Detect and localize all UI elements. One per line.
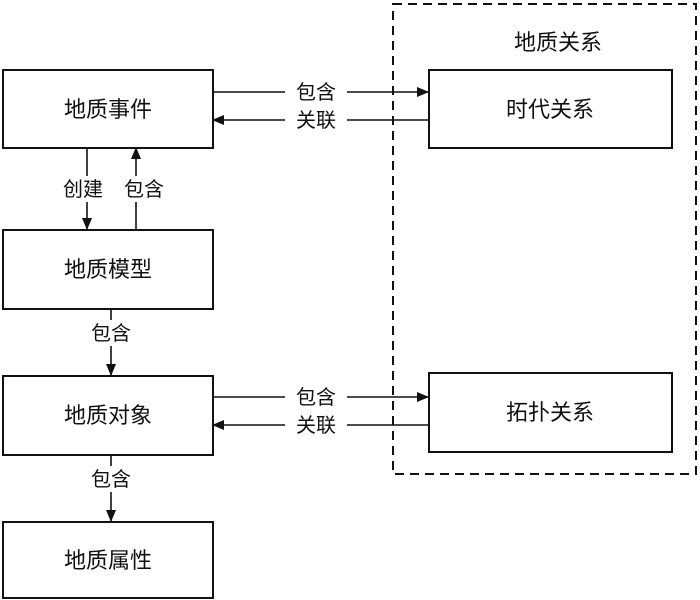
- node-era-relation: [428, 69, 673, 149]
- node-geological-attribute: [2, 521, 214, 599]
- node-label-geological-event: 地质事件: [64, 98, 152, 123]
- edge-label-model-event-contain: 包含: [124, 177, 164, 201]
- node-geological-object: [2, 375, 214, 456]
- edge-label-era-event-relate: 关联: [296, 108, 336, 132]
- edge-label-topology-object-relate: 关联: [296, 413, 336, 437]
- node-label-geological-attribute: 地质属性: [64, 549, 152, 574]
- edge-label-object-topology-contain: 包含: [296, 385, 336, 409]
- node-geological-event: [2, 69, 214, 149]
- edge-label-event-era-contain: 包含: [296, 80, 336, 104]
- node-label-topology-relation: 拓扑关系: [506, 401, 594, 426]
- node-label-geological-object: 地质对象: [64, 404, 152, 429]
- node-geological-model: [2, 229, 214, 310]
- edge-label-event-model-create: 创建: [63, 177, 103, 201]
- node-label-era-relation: 时代关系: [506, 98, 594, 123]
- node-topology-relation: [428, 372, 673, 453]
- geology-relation-group: [392, 3, 697, 475]
- group-label: 地质关系: [514, 31, 602, 56]
- node-label-geological-model: 地质模型: [64, 258, 152, 283]
- edge-label-object-attribute-contain: 包含: [91, 467, 131, 491]
- edge-label-model-object-contain: 包含: [91, 321, 131, 345]
